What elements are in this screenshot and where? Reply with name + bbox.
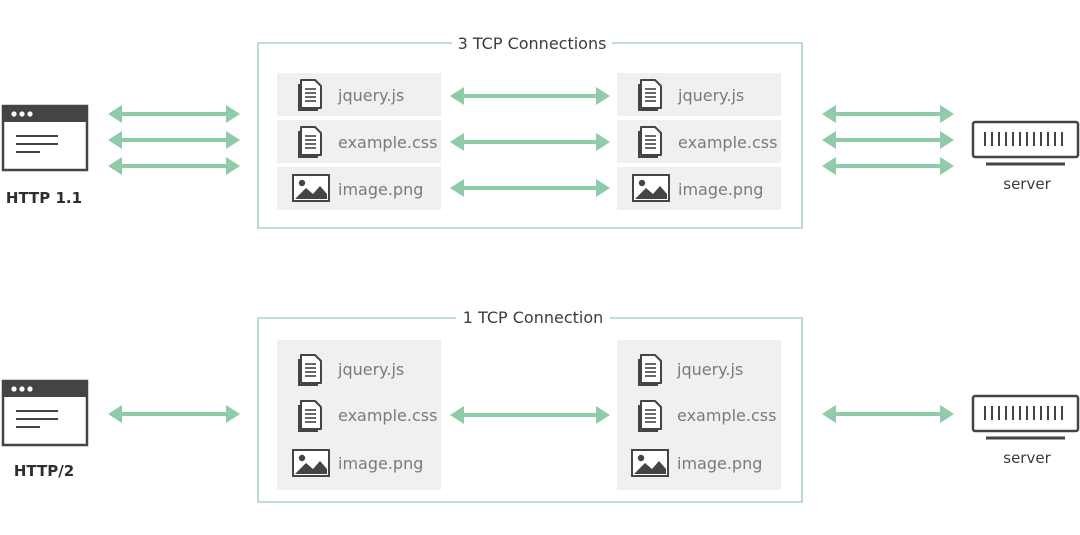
document-icon [298,400,322,432]
image-icon [631,449,669,477]
file-name: jquery.js [677,86,744,105]
connection-arrow [822,105,954,123]
server-http11: server [971,120,1080,193]
server-label: server [1003,175,1051,193]
connection-arrow [450,133,610,151]
document-icon [298,126,322,158]
connection-arrow [108,105,240,123]
client-label: HTTP 1.1 [6,189,82,207]
file-name: jquery.js [337,86,404,105]
client-http2: HTTP/2 [1,379,89,480]
file-name: example.css [338,406,437,425]
client-connection-arrows [108,105,240,175]
file-name: example.css [678,133,777,152]
browser-icon [1,104,89,172]
server-label: server [1003,449,1051,467]
document-icon [638,126,662,158]
file-name: jquery.js [337,360,404,379]
connection-arrow [450,406,610,424]
file-name: image.png [338,454,423,473]
server-icon [971,394,1080,440]
frame-title: 3 TCP Connections [458,34,607,53]
document-icon [298,354,322,386]
file-name: image.png [678,180,763,199]
section-http11: HTTP 1.1 3 TCP Connections [1,34,1080,229]
server-icon [971,120,1080,166]
file-name: example.css [338,133,437,152]
connection-arrow [108,157,240,175]
connection-arrow [108,131,240,149]
file-name: jquery.js [676,360,743,379]
tcp-frame-http11: 3 TCP Connections jquery.js example.css … [257,34,803,229]
connection-arrow [822,157,954,175]
connection-arrow [450,87,610,105]
document-icon [638,79,662,111]
file-name: image.png [338,180,423,199]
server-connection-arrows [822,105,954,175]
frame-title: 1 TCP Connection [463,308,604,327]
server-http2: server [971,394,1080,467]
image-icon [632,174,670,202]
connection-arrow [450,179,610,197]
connection-arrow [822,405,954,423]
client-label: HTTP/2 [14,462,74,480]
image-icon [292,174,330,202]
client-http11: HTTP 1.1 [1,104,89,207]
file-name: image.png [677,454,762,473]
tcp-frame-http2: 1 TCP Connection jquery.js example.css i… [257,308,803,503]
file-name: example.css [677,406,776,425]
document-icon [638,354,662,386]
browser-icon [1,379,89,447]
connection-arrow [822,131,954,149]
image-icon [292,449,330,477]
section-http2: HTTP/2 1 TCP Connection jquery.js exampl… [1,308,1080,503]
connection-arrow [108,405,240,423]
document-icon [298,79,322,111]
document-icon [638,400,662,432]
